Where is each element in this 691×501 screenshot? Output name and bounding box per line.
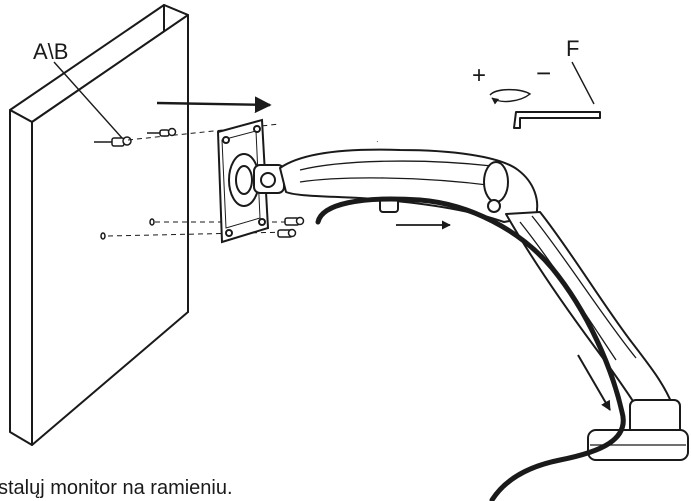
screw-icon <box>277 216 305 238</box>
fastener-label: A\B <box>33 39 69 64</box>
tool-label: F <box>566 36 580 61</box>
tilt-joint <box>253 164 285 194</box>
vesa-plate <box>216 118 270 244</box>
wall-panel <box>9 4 189 446</box>
svg-text:·: · <box>376 137 379 146</box>
rotate-arrow-icon <box>489 88 532 105</box>
allen-key-icon <box>513 111 601 129</box>
direction-arrow-icon <box>156 96 272 114</box>
fastener-leader <box>53 61 123 139</box>
gas-spring-arm <box>279 148 539 223</box>
caption: stalųj monitor na ramieniu. <box>0 477 233 499</box>
loosen-label: − <box>536 58 552 88</box>
direction-arrow-icon <box>577 354 611 411</box>
tighten-label: + <box>472 62 487 89</box>
cable <box>315 196 626 501</box>
screw-icon <box>94 127 177 240</box>
tool-leader <box>571 61 595 105</box>
